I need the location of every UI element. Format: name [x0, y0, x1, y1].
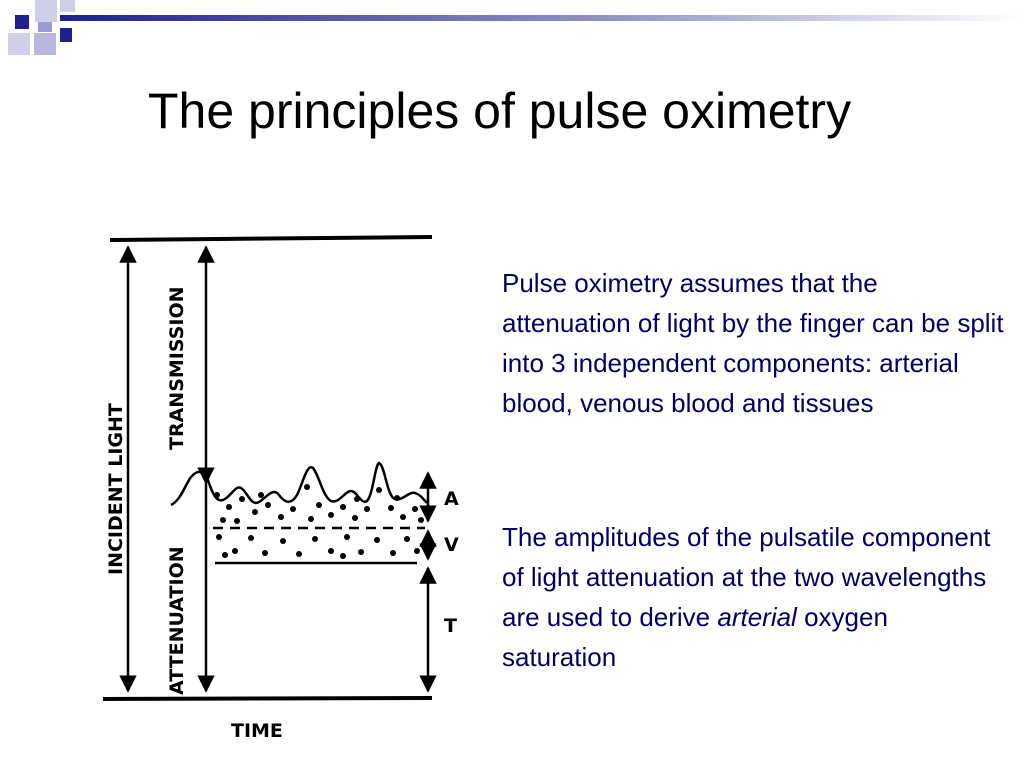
arterial-emphasis: arterial — [717, 602, 797, 632]
time-label: TIME — [231, 720, 283, 742]
paragraph-assumption: Pulse oximetry assumes that the attenuat… — [502, 268, 1004, 418]
slide-title: The principles of pulse oximetry — [148, 83, 852, 139]
baseline — [102, 696, 433, 701]
header-gradient-bar — [60, 15, 1024, 21]
decor-square — [38, 22, 52, 32]
venous-label: V — [444, 534, 459, 556]
paragraph-amplitudes: The amplitudes of the pulsatile componen… — [502, 517, 1007, 677]
paragraph-amplitudes-end: oxygen saturation — [502, 602, 896, 672]
decor-square — [8, 33, 30, 55]
incident-light-line — [109, 235, 433, 242]
decor-square — [60, 28, 72, 42]
attenuation-diagram: INCIDENT LIGHT TRANSMISSION ATTENUATION … — [102, 235, 459, 742]
incident-light-label: INCIDENT LIGHT — [105, 403, 127, 575]
venous-dots — [216, 534, 420, 559]
decor-square — [35, 0, 57, 22]
decor-square — [34, 33, 56, 55]
pulsatile-waveform — [170, 461, 428, 507]
decor-square — [15, 15, 29, 29]
paragraph-amplitudes-start: The amplitudes of the pulsatile componen… — [502, 522, 998, 632]
transmission-label: TRANSMISSION — [166, 287, 188, 451]
tissue-label: T — [444, 615, 457, 637]
attenuation-label: ATTENUATION — [166, 546, 188, 695]
decor-square — [60, 0, 75, 12]
arterial-dots — [214, 484, 424, 524]
arterial-label: A — [444, 488, 459, 510]
header-decoration — [8, 0, 1024, 55]
